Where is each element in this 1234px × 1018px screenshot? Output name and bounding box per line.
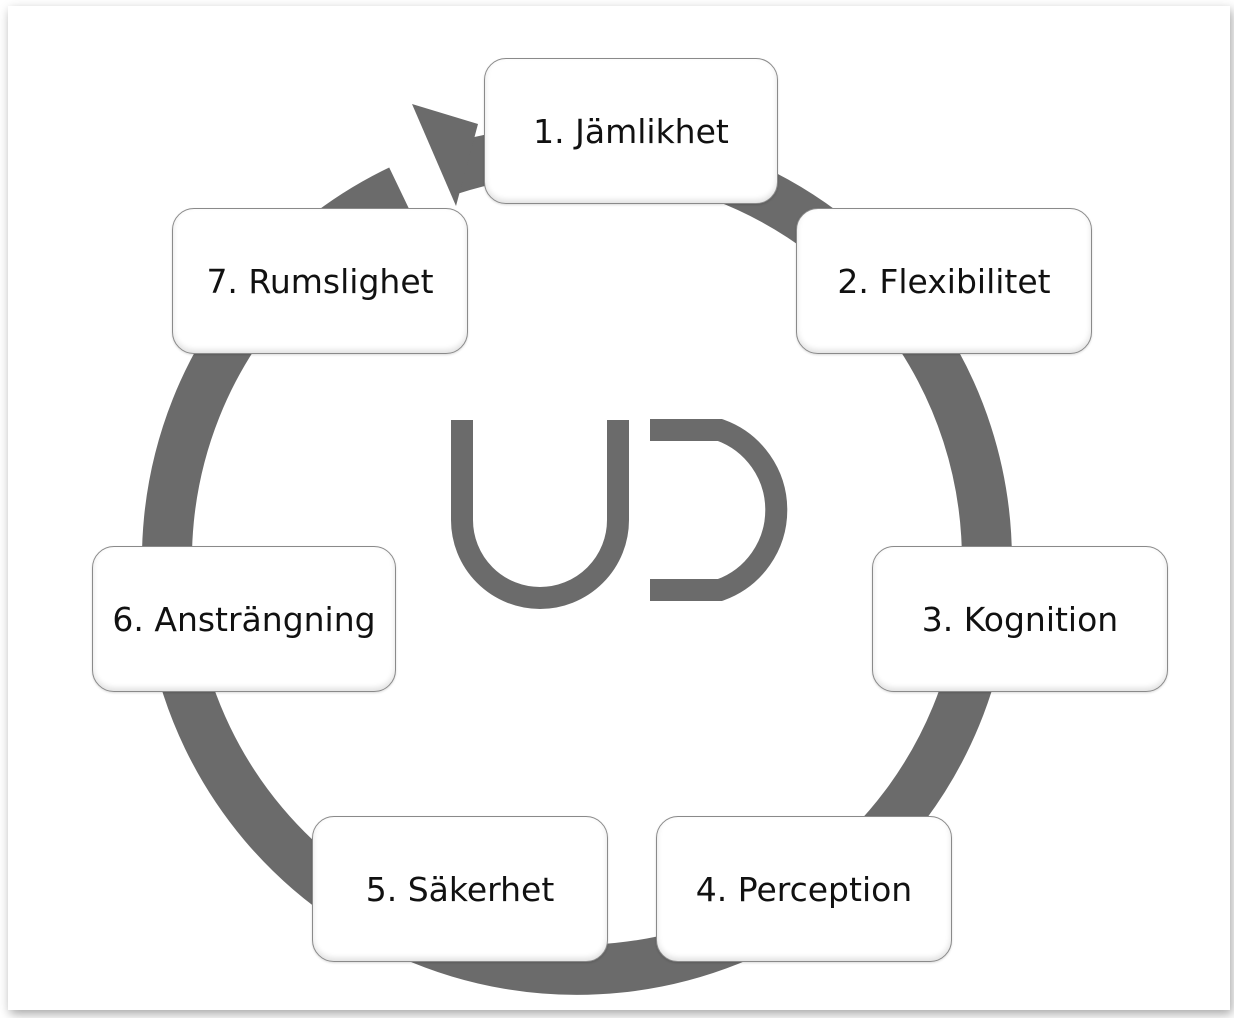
step-3-label: 3. Kognition <box>921 599 1119 639</box>
step-7-label: 7. Rumslighet <box>206 261 434 301</box>
step-6-box: 6. Ansträngning <box>92 546 396 692</box>
cycle-arrowhead-icon <box>412 104 478 206</box>
logo-letter-d <box>650 419 788 601</box>
step-5-box: 5. Säkerhet <box>312 816 608 962</box>
logo-letter-u <box>451 420 629 609</box>
step-7-box: 7. Rumslighet <box>172 208 468 354</box>
step-4-box: 4. Perception <box>656 816 952 962</box>
step-2-box: 2. Flexibilitet <box>796 208 1092 354</box>
step-6-label: 6. Ansträngning <box>112 599 376 639</box>
step-3-box: 3. Kognition <box>872 546 1168 692</box>
step-1-box: 1. Jämlikhet <box>484 58 778 204</box>
step-2-label: 2. Flexibilitet <box>837 261 1051 301</box>
step-4-label: 4. Perception <box>695 869 913 909</box>
ud-logo <box>451 419 788 609</box>
step-1-label: 1. Jämlikhet <box>533 111 729 151</box>
step-5-label: 5. Säkerhet <box>365 869 555 909</box>
